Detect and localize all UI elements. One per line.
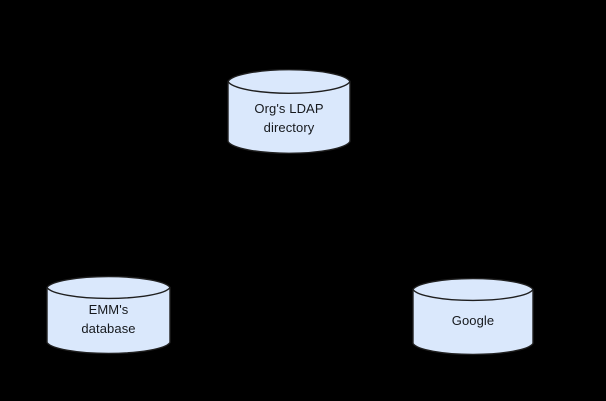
node-emm-database[interactable]: EMM's database <box>46 274 171 356</box>
database-cylinder-icon <box>412 277 534 356</box>
node-ldap-directory[interactable]: Org's LDAP directory <box>227 67 351 156</box>
database-cylinder-icon <box>46 275 171 355</box>
node-google[interactable]: Google <box>412 276 534 357</box>
database-cylinder-icon <box>227 69 351 154</box>
